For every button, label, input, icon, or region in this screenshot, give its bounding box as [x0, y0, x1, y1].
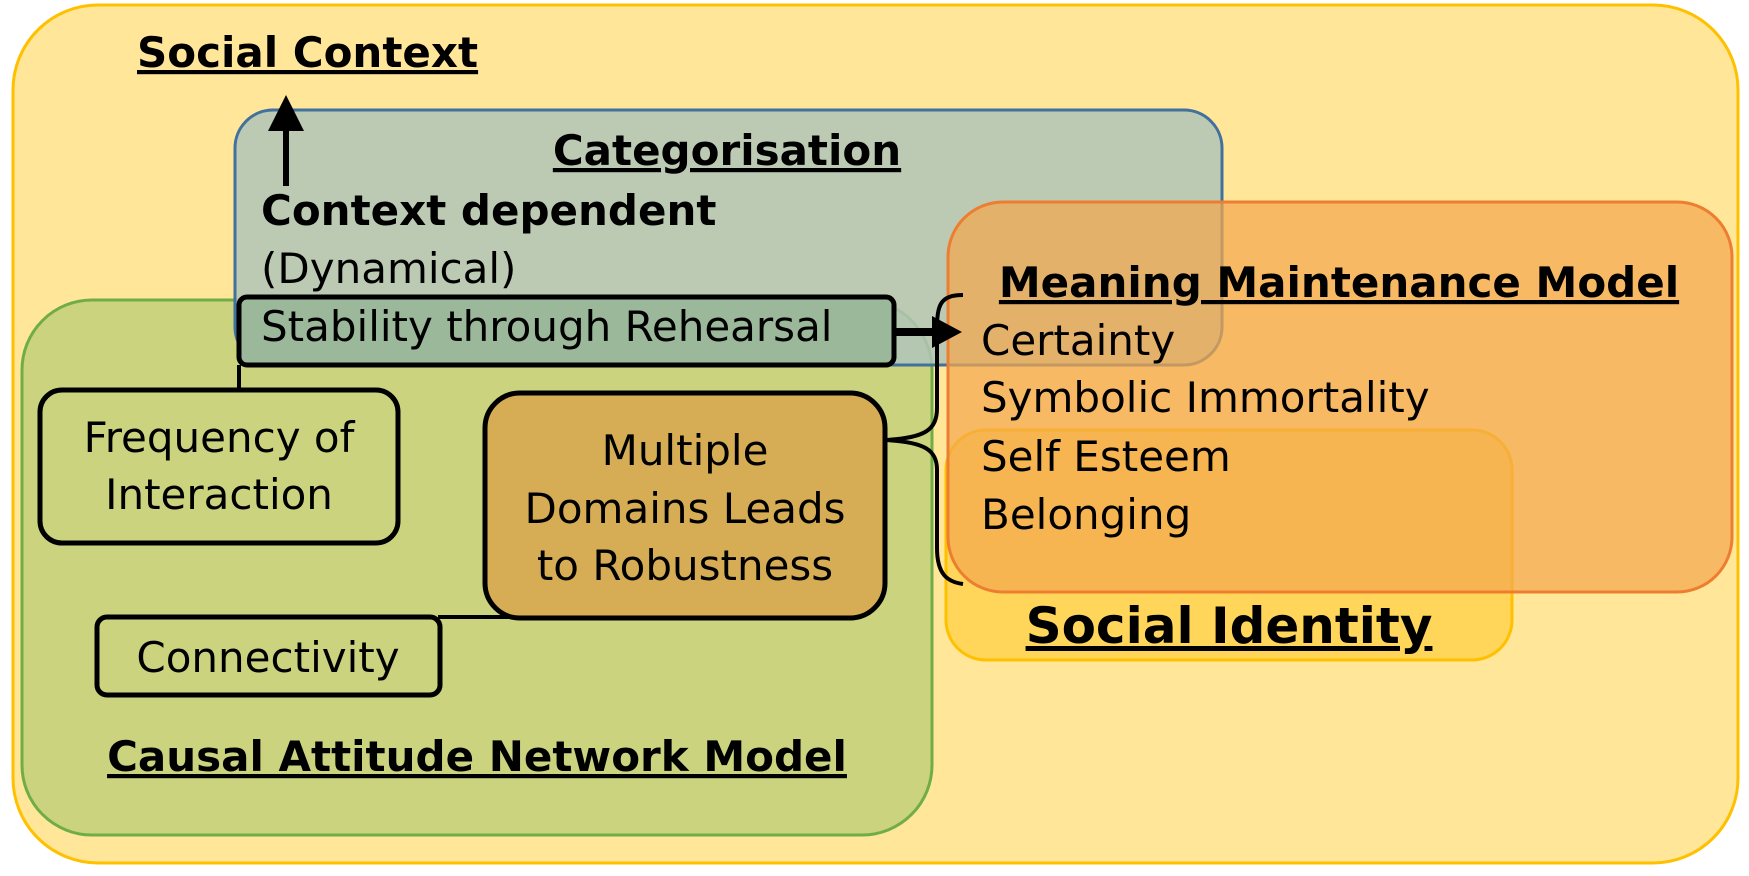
mmm-item-symbolic-immortality: Symbolic Immortality	[981, 373, 1430, 422]
dynamical-label: (Dynamical)	[261, 244, 516, 293]
connectivity-label: Connectivity	[136, 633, 399, 682]
stability-label: Stability through Rehearsal	[261, 302, 832, 351]
mmm-title: Meaning Maintenance Model	[999, 258, 1679, 307]
multiple-domains-box	[482, 390, 888, 621]
mmm-brace	[884, 293, 964, 586]
multiple-domains-line1: Multiple	[602, 426, 769, 475]
mmm-region	[946, 200, 1734, 594]
frequency-label-line1: Frequency of	[84, 413, 356, 462]
frequency-box	[37, 387, 401, 546]
connectivity-box	[94, 614, 443, 698]
multiple-domains-line2: Domains Leads	[525, 484, 846, 533]
social-identity-title: Social Identity	[1026, 597, 1433, 655]
canm-title: Causal Attitude Network Model	[107, 732, 847, 781]
social-context-title: Social Context	[137, 28, 478, 77]
mmm-item-self-esteem: Self Esteem	[981, 432, 1231, 481]
frequency-label-line2: Interaction	[105, 470, 333, 519]
multiple-domains-line3: to Robustness	[537, 541, 833, 590]
arrow-to-mmm-head	[932, 316, 962, 348]
categorisation-title: Categorisation	[553, 126, 901, 175]
mmm-item-certainty: Certainty	[981, 316, 1175, 365]
mmm-item-belonging: Belonging	[981, 490, 1191, 539]
context-dependent-label: Context dependent	[261, 186, 716, 235]
